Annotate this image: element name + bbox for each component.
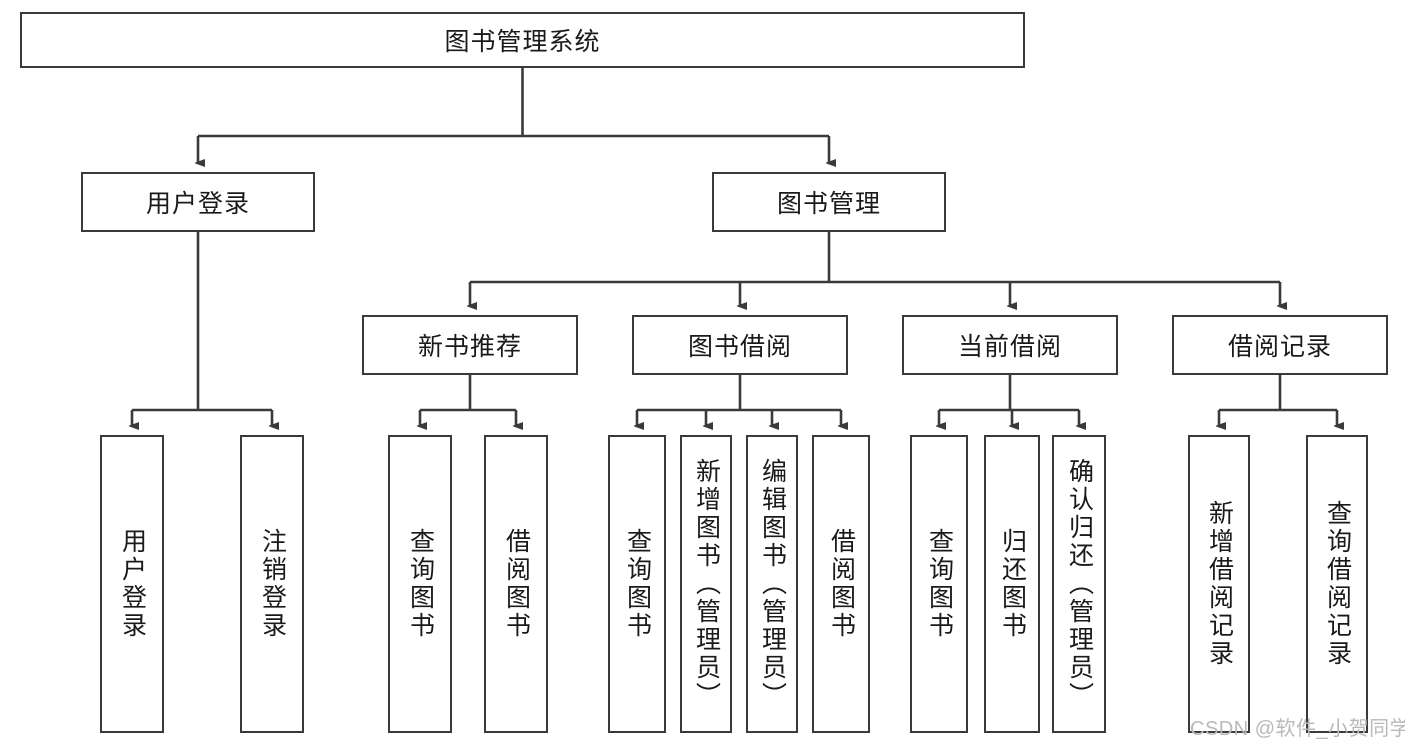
node-leaf-query-book-rec[interactable]: 查询图书 [388, 435, 452, 733]
node-current-borrow[interactable]: 当前借阅 [902, 315, 1118, 375]
node-leaf-borrow-book[interactable]: 借阅图书 [812, 435, 870, 733]
node-label: 查询图书 [925, 528, 954, 640]
node-book-borrow[interactable]: 图书借阅 [632, 315, 848, 375]
node-label: 编辑图书（管理员） [758, 458, 787, 710]
node-leaf-confirm-return[interactable]: 确认归还（管理员） [1052, 435, 1106, 733]
node-borrow-record[interactable]: 借阅记录 [1172, 315, 1388, 375]
node-label: 确认归还（管理员） [1065, 458, 1094, 710]
node-leaf-return-book[interactable]: 归还图书 [984, 435, 1040, 733]
node-label: 新增图书（管理员） [692, 458, 721, 710]
node-label: 查询图书 [623, 528, 652, 640]
node-leaf-logout[interactable]: 注销登录 [240, 435, 304, 733]
node-label: 查询图书 [406, 528, 435, 640]
node-label: 借阅记录 [1227, 333, 1332, 361]
node-leaf-edit-book[interactable]: 编辑图书（管理员） [746, 435, 798, 733]
node-root[interactable]: 图书管理系统 [20, 12, 1025, 68]
node-leaf-query-record[interactable]: 查询借阅记录 [1306, 435, 1368, 733]
node-label: 图书借阅 [687, 333, 792, 361]
node-leaf-add-book[interactable]: 新增图书（管理员） [680, 435, 732, 733]
node-label: 当前借阅 [957, 333, 1062, 361]
node-label: 借阅图书 [502, 528, 531, 640]
node-new-book-rec[interactable]: 新书推荐 [362, 315, 578, 375]
node-leaf-user-login[interactable]: 用户登录 [100, 435, 164, 733]
node-leaf-add-record[interactable]: 新增借阅记录 [1188, 435, 1250, 733]
node-label: 归还图书 [998, 528, 1027, 640]
node-label: 新增借阅记录 [1205, 500, 1234, 668]
node-label: 用户登录 [145, 190, 250, 218]
node-label: 图书管理 [776, 190, 881, 218]
node-label: 图书管理系统 [444, 28, 601, 56]
node-leaf-query-book-borrow[interactable]: 查询图书 [608, 435, 666, 733]
node-leaf-query-book-cur[interactable]: 查询图书 [910, 435, 968, 733]
node-user-login[interactable]: 用户登录 [81, 172, 315, 232]
node-book-manage[interactable]: 图书管理 [712, 172, 946, 232]
node-label: 借阅图书 [827, 528, 856, 640]
watermark: CSDN @软件_小贺同学 [1190, 718, 1405, 740]
node-label: 用户登录 [118, 528, 147, 640]
node-label: 注销登录 [258, 528, 287, 640]
node-leaf-borrow-book-rec[interactable]: 借阅图书 [484, 435, 548, 733]
node-label: 查询借阅记录 [1323, 500, 1352, 668]
node-label: 新书推荐 [417, 333, 522, 361]
